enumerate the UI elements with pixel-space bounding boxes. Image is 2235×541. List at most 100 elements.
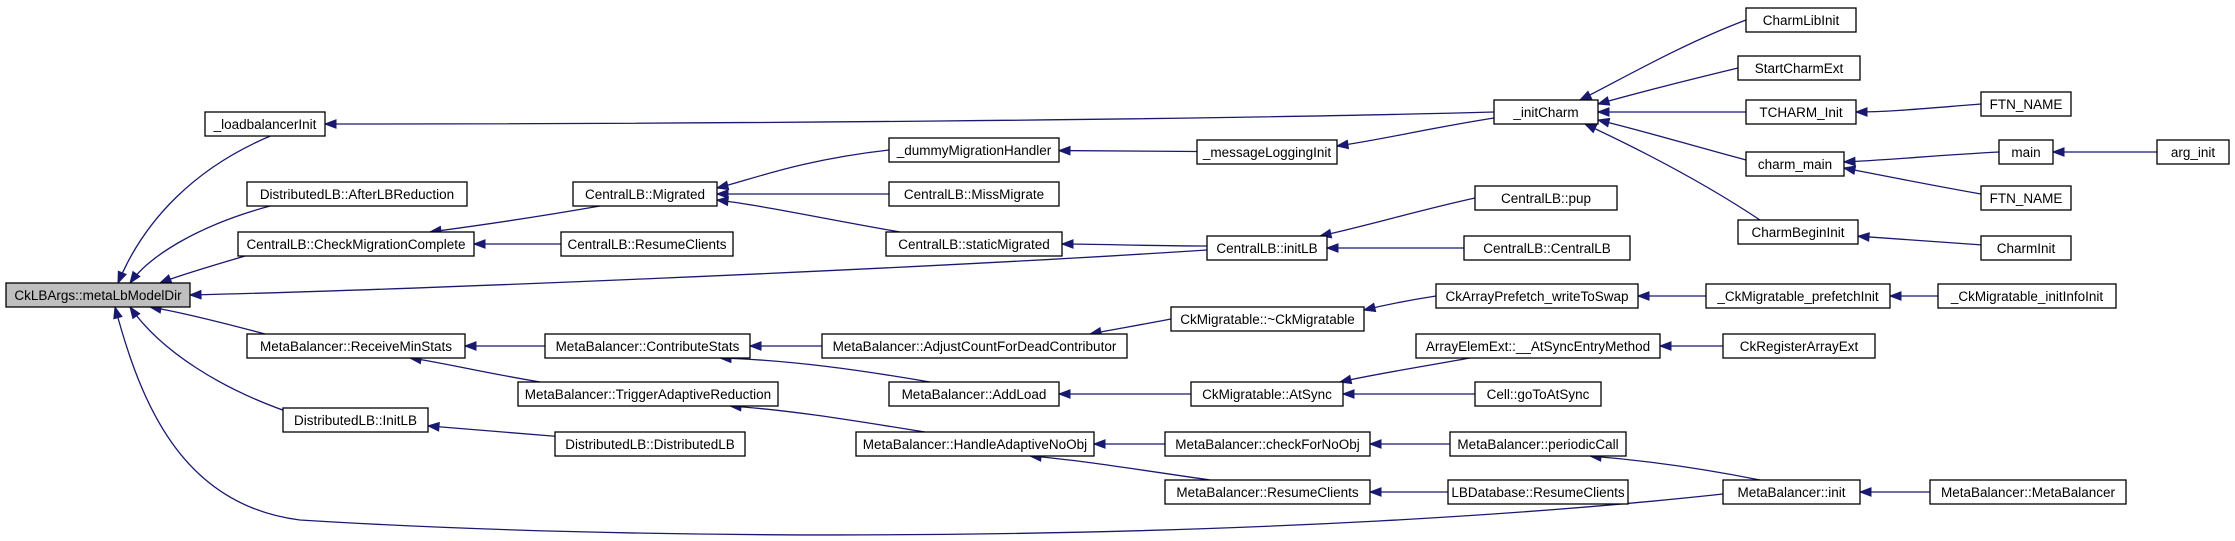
node-box[interactable] bbox=[204, 111, 326, 137]
node-box[interactable] bbox=[1206, 235, 1328, 261]
node-box[interactable] bbox=[5, 282, 191, 308]
node-box[interactable] bbox=[282, 407, 429, 433]
node-box[interactable] bbox=[885, 231, 1063, 257]
node-periodicCall[interactable]: MetaBalancer::periodicCall bbox=[1449, 431, 1627, 457]
node-dummyMigrationHandler[interactable]: _dummyMigrationHandler bbox=[888, 137, 1060, 163]
node-box[interactable] bbox=[821, 333, 1128, 359]
node-addLoad[interactable]: MetaBalancer::AddLoad bbox=[888, 381, 1060, 407]
node-box[interactable] bbox=[560, 231, 734, 257]
node-missMigrate[interactable]: CentralLB::MissMigrate bbox=[888, 181, 1060, 207]
node-lbDatabaseResumeClients[interactable]: LBDatabase::ResumeClients bbox=[1447, 479, 1629, 505]
arrowhead-icon bbox=[1842, 165, 1857, 176]
node-box[interactable] bbox=[1998, 139, 2054, 165]
node-box[interactable] bbox=[1170, 306, 1365, 332]
node-triggerAdaptiveReduction[interactable]: MetaBalancer::TriggerAdaptiveReduction bbox=[517, 381, 779, 407]
arrowhead-icon bbox=[715, 196, 729, 207]
node-box[interactable] bbox=[1474, 381, 1602, 407]
arrowhead-icon bbox=[117, 270, 127, 285]
node-messageLoggingInit[interactable]: _messageLoggingInit bbox=[1196, 139, 1338, 165]
node-receiveMinStats[interactable]: MetaBalancer::ReceiveMinStats bbox=[246, 333, 466, 359]
node-box[interactable] bbox=[1929, 479, 2127, 505]
node-ckRegisterArrayExt[interactable]: CkRegisterArrayExt bbox=[1722, 333, 1876, 359]
node-ckMigratablePrefetchInit[interactable]: _CkMigratable_prefetchInit bbox=[1705, 283, 1891, 309]
node-adjustCount[interactable]: MetaBalancer::AdjustCountForDeadContribu… bbox=[821, 333, 1128, 359]
node-handleAdaptiveNoObj[interactable]: MetaBalancer::HandleAdaptiveNoObj bbox=[855, 431, 1095, 457]
node-argInit[interactable]: arg_init bbox=[2156, 139, 2230, 165]
node-root[interactable]: CkLBArgs::metaLbModelDir bbox=[5, 282, 191, 308]
node-charmLibInit[interactable]: CharmLibInit bbox=[1745, 7, 1857, 33]
node-ckMigratableDtor[interactable]: CkMigratable::~CkMigratable bbox=[1170, 306, 1365, 332]
node-box[interactable] bbox=[237, 231, 475, 257]
node-box[interactable] bbox=[1745, 7, 1857, 33]
node-box[interactable] bbox=[517, 381, 779, 407]
node-box[interactable] bbox=[554, 431, 746, 457]
node-box[interactable] bbox=[1705, 283, 1891, 309]
node-box[interactable] bbox=[1196, 139, 1338, 165]
node-box[interactable] bbox=[1164, 479, 1371, 505]
node-box[interactable] bbox=[1190, 381, 1344, 407]
node-metaResumeClients[interactable]: MetaBalancer::ResumeClients bbox=[1164, 479, 1371, 505]
node-box[interactable] bbox=[1722, 479, 1861, 505]
node-box[interactable] bbox=[2156, 139, 2230, 165]
node-checkForNoObj[interactable]: MetaBalancer::checkForNoObj bbox=[1164, 431, 1371, 457]
edge-checkMigrationComplete-to-root bbox=[158, 255, 246, 284]
node-charmBeginInit[interactable]: CharmBeginInit bbox=[1737, 219, 1859, 245]
node-tcharmInit[interactable]: TCHARM_Init bbox=[1745, 99, 1857, 125]
node-metaInit[interactable]: MetaBalancer::init bbox=[1722, 479, 1861, 505]
node-centralCtor[interactable]: CentralLB::CentralLB bbox=[1463, 235, 1631, 261]
node-ckMigratableInitInfoInit[interactable]: _CkMigratable_initInfoInit bbox=[1937, 283, 2117, 309]
node-box[interactable] bbox=[1415, 333, 1661, 359]
node-box[interactable] bbox=[1435, 283, 1639, 309]
node-checkMigrationComplete[interactable]: CentralLB::CheckMigrationComplete bbox=[237, 231, 475, 257]
node-startCharmExt[interactable]: StartCharmExt bbox=[1737, 55, 1861, 81]
node-box[interactable] bbox=[888, 137, 1060, 163]
node-box[interactable] bbox=[888, 181, 1060, 207]
node-centralInitLB[interactable]: CentralLB::initLB bbox=[1206, 235, 1328, 261]
node-box[interactable] bbox=[1493, 99, 1599, 125]
node-distributedLBCtor[interactable]: DistributedLB::DistributedLB bbox=[554, 431, 746, 457]
node-atSyncEntryMethod[interactable]: ArrayElemExt::__AtSyncEntryMethod bbox=[1415, 333, 1661, 359]
node-ftnName2[interactable]: FTN_NAME bbox=[1980, 185, 2072, 211]
node-box[interactable] bbox=[1980, 185, 2072, 211]
node-box[interactable] bbox=[1980, 235, 2072, 261]
node-charmMain[interactable]: charm_main bbox=[1745, 151, 1845, 177]
node-box[interactable] bbox=[1463, 235, 1631, 261]
node-loadbalancerInit[interactable]: _loadbalancerInit bbox=[204, 111, 326, 137]
node-box[interactable] bbox=[572, 181, 718, 207]
node-metaBalancerCtor[interactable]: MetaBalancer::MetaBalancer bbox=[1929, 479, 2127, 505]
node-box[interactable] bbox=[1737, 219, 1859, 245]
node-box[interactable] bbox=[1722, 333, 1876, 359]
node-contributeStats[interactable]: MetaBalancer::ContributeStats bbox=[544, 333, 751, 359]
node-label: CharmLibInit bbox=[1763, 13, 1840, 28]
node-box[interactable] bbox=[1937, 283, 2117, 309]
node-afterLBReduction[interactable]: DistributedLB::AfterLBReduction bbox=[246, 181, 468, 207]
node-centralMigrated[interactable]: CentralLB::Migrated bbox=[572, 181, 718, 207]
node-main[interactable]: main bbox=[1998, 139, 2054, 165]
node-box[interactable] bbox=[1447, 479, 1629, 505]
node-box[interactable] bbox=[888, 381, 1060, 407]
node-box[interactable] bbox=[855, 431, 1095, 457]
node-staticMigrated[interactable]: CentralLB::staticMigrated bbox=[885, 231, 1063, 257]
node-ftnName1[interactable]: FTN_NAME bbox=[1980, 91, 2072, 117]
node-label: MetaBalancer::HandleAdaptiveNoObj bbox=[863, 437, 1087, 452]
node-box[interactable] bbox=[1737, 55, 1861, 81]
node-box[interactable] bbox=[1474, 185, 1618, 211]
node-charmInit[interactable]: CharmInit bbox=[1980, 235, 2072, 261]
node-box[interactable] bbox=[1980, 91, 2072, 117]
node-label: MetaBalancer::ResumeClients bbox=[1176, 485, 1359, 500]
node-resumeClientsCentral[interactable]: CentralLB::ResumeClients bbox=[560, 231, 734, 257]
node-box[interactable] bbox=[1745, 99, 1857, 125]
node-box[interactable] bbox=[1164, 431, 1371, 457]
node-ckMigratableAtSync[interactable]: CkMigratable::AtSync bbox=[1190, 381, 1344, 407]
node-box[interactable] bbox=[246, 181, 468, 207]
arrowhead-icon bbox=[129, 270, 141, 285]
node-distInitLB[interactable]: DistributedLB::InitLB bbox=[282, 407, 429, 433]
node-box[interactable] bbox=[544, 333, 751, 359]
node-box[interactable] bbox=[1449, 431, 1627, 457]
node-prefetchWriteToSwap[interactable]: CkArrayPrefetch_writeToSwap bbox=[1435, 283, 1639, 309]
node-centralPup[interactable]: CentralLB::pup bbox=[1474, 185, 1618, 211]
node-box[interactable] bbox=[1745, 151, 1845, 177]
node-cellGoToAtSync[interactable]: Cell::goToAtSync bbox=[1474, 381, 1602, 407]
node-box[interactable] bbox=[246, 333, 466, 359]
node-initCharm[interactable]: _initCharm bbox=[1493, 99, 1599, 125]
